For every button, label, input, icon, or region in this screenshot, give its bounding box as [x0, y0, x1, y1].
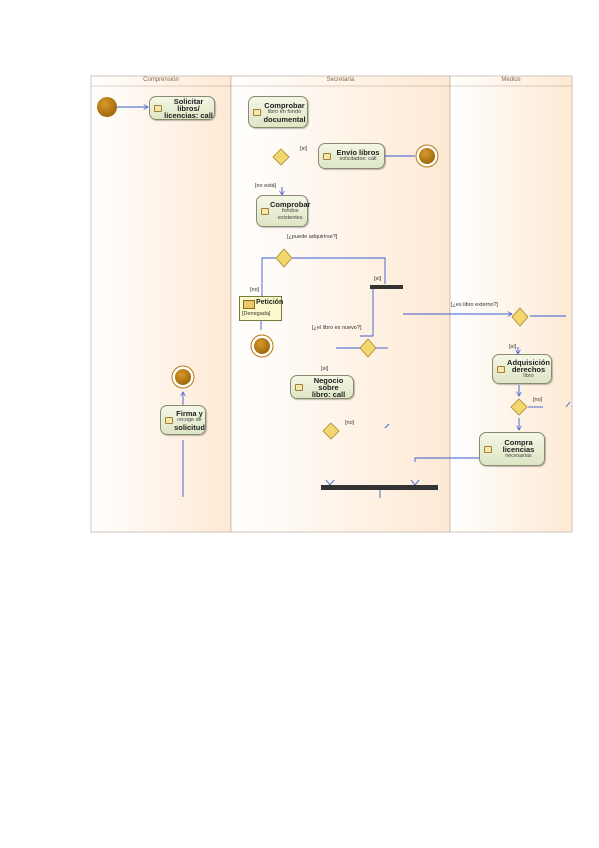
join-bar [321, 485, 438, 490]
action-label-line1: Envío libros [336, 148, 380, 157]
guard-si-fork: [sí] [374, 276, 382, 282]
flow-decision-no [261, 257, 276, 296]
decision-comprobar [272, 148, 290, 166]
action-label-line3: libro [523, 372, 534, 379]
guard-si-envio: [sí] [300, 146, 308, 152]
action-icon [165, 417, 173, 424]
action-firma-recoge[interactable]: Firma y recoge de solicitud [160, 405, 206, 435]
action-icon [323, 153, 331, 160]
guard-medios-decision: [¿es libro externo?] [451, 302, 499, 308]
action-label-line2: licencias: call [164, 110, 213, 120]
guard-puede-adquirirse: [¿puede adquirirse?] [287, 234, 338, 240]
guard-no-esta: [no está] [255, 183, 277, 189]
flow-decision-si [292, 257, 386, 284]
action-label-line1: Firma y [176, 408, 203, 418]
action-label-line3: documental [263, 114, 306, 124]
action-adquisicion-derechos[interactable]: Adquisición derechos libro [492, 354, 552, 384]
action-comprobar-libro[interactable]: Comprobar libro en fondo documental [248, 96, 308, 128]
lane-title-comprension: Comprensión [143, 77, 179, 83]
action-label-line3: necesarias [505, 452, 532, 459]
guard-si-negocio: [sí] [321, 366, 329, 372]
action-icon [497, 366, 505, 373]
action-label-line2: derechos [511, 364, 546, 374]
action-label-line2: solicitados: call [339, 156, 377, 162]
guard-no-adquisicion: [no] [533, 397, 543, 403]
object-icon [243, 300, 255, 309]
control-flows [117, 107, 571, 498]
flow-negocio-stub [384, 423, 390, 429]
fork-bar [370, 285, 403, 289]
action-label-line2: recoge de [177, 416, 202, 423]
initial-node [97, 97, 117, 117]
object-peticion[interactable]: Petición [Denegada] [239, 296, 284, 321]
flow-compra-back [414, 457, 480, 462]
guard-es-nuevo: [¿el libro es nuevo?] [312, 325, 362, 331]
final-node-envio [415, 144, 439, 168]
action-label-line1: Negocio sobre [313, 375, 344, 392]
object-name: Petición [256, 299, 284, 306]
action-label-line2: fondos [281, 207, 299, 214]
decision-negocio [322, 422, 340, 440]
action-icon [295, 384, 303, 391]
action-label-line3: solicitud [174, 422, 205, 432]
action-label-line1: Compra [504, 437, 533, 447]
action-label-line2: libro en fondo [267, 108, 302, 115]
action-label-line1: Comprobar [264, 100, 305, 110]
guard-no-negocio: [no] [345, 420, 355, 426]
object-state: [Denegada] [242, 311, 271, 317]
action-icon [261, 208, 269, 215]
action-icon [154, 105, 162, 112]
decision-medios [511, 307, 529, 327]
action-label-line2: licencias [502, 444, 535, 454]
decision-puede-adquirirse [275, 248, 293, 268]
decision-adquisicion [510, 398, 528, 416]
lane-title-secretaria: Secretaría [326, 77, 355, 83]
action-label-line1: Comprobar [270, 199, 311, 209]
action-label-line3: existentes [277, 214, 303, 221]
flow-fork-down [360, 289, 374, 337]
action-solicitar-libros[interactable]: Solicitar libros/ licencias: call [149, 96, 215, 120]
action-compra-licencias[interactable]: Compra licencias necesarias [479, 432, 545, 466]
decision-es-nuevo [359, 338, 377, 358]
lane-medios [449, 75, 573, 533]
action-envio-libros[interactable]: Envío libros solicitados: call [318, 143, 385, 169]
action-icon [253, 109, 261, 116]
action-icon [484, 446, 492, 453]
flow-right-stub [565, 401, 571, 408]
final-node-firma [171, 365, 195, 389]
guard-no-peticion: [no] [250, 287, 260, 293]
action-label-line2: libro: call [311, 389, 346, 399]
action-label-line1: Solicitar libros/ [173, 96, 204, 113]
lane-comprension [90, 75, 232, 533]
action-label-line1: Adquisición [507, 357, 550, 367]
action-negocio-libro[interactable]: Negocio sobre libro: call [290, 375, 354, 399]
final-node-petition [250, 334, 274, 358]
decision-diamonds [272, 148, 529, 440]
action-comprobar-fondos[interactable]: Comprobar fondos existentes [256, 195, 311, 227]
guard-si-adquisicion: [sí] [509, 344, 517, 350]
lane-title-medios: Medios [501, 77, 521, 83]
